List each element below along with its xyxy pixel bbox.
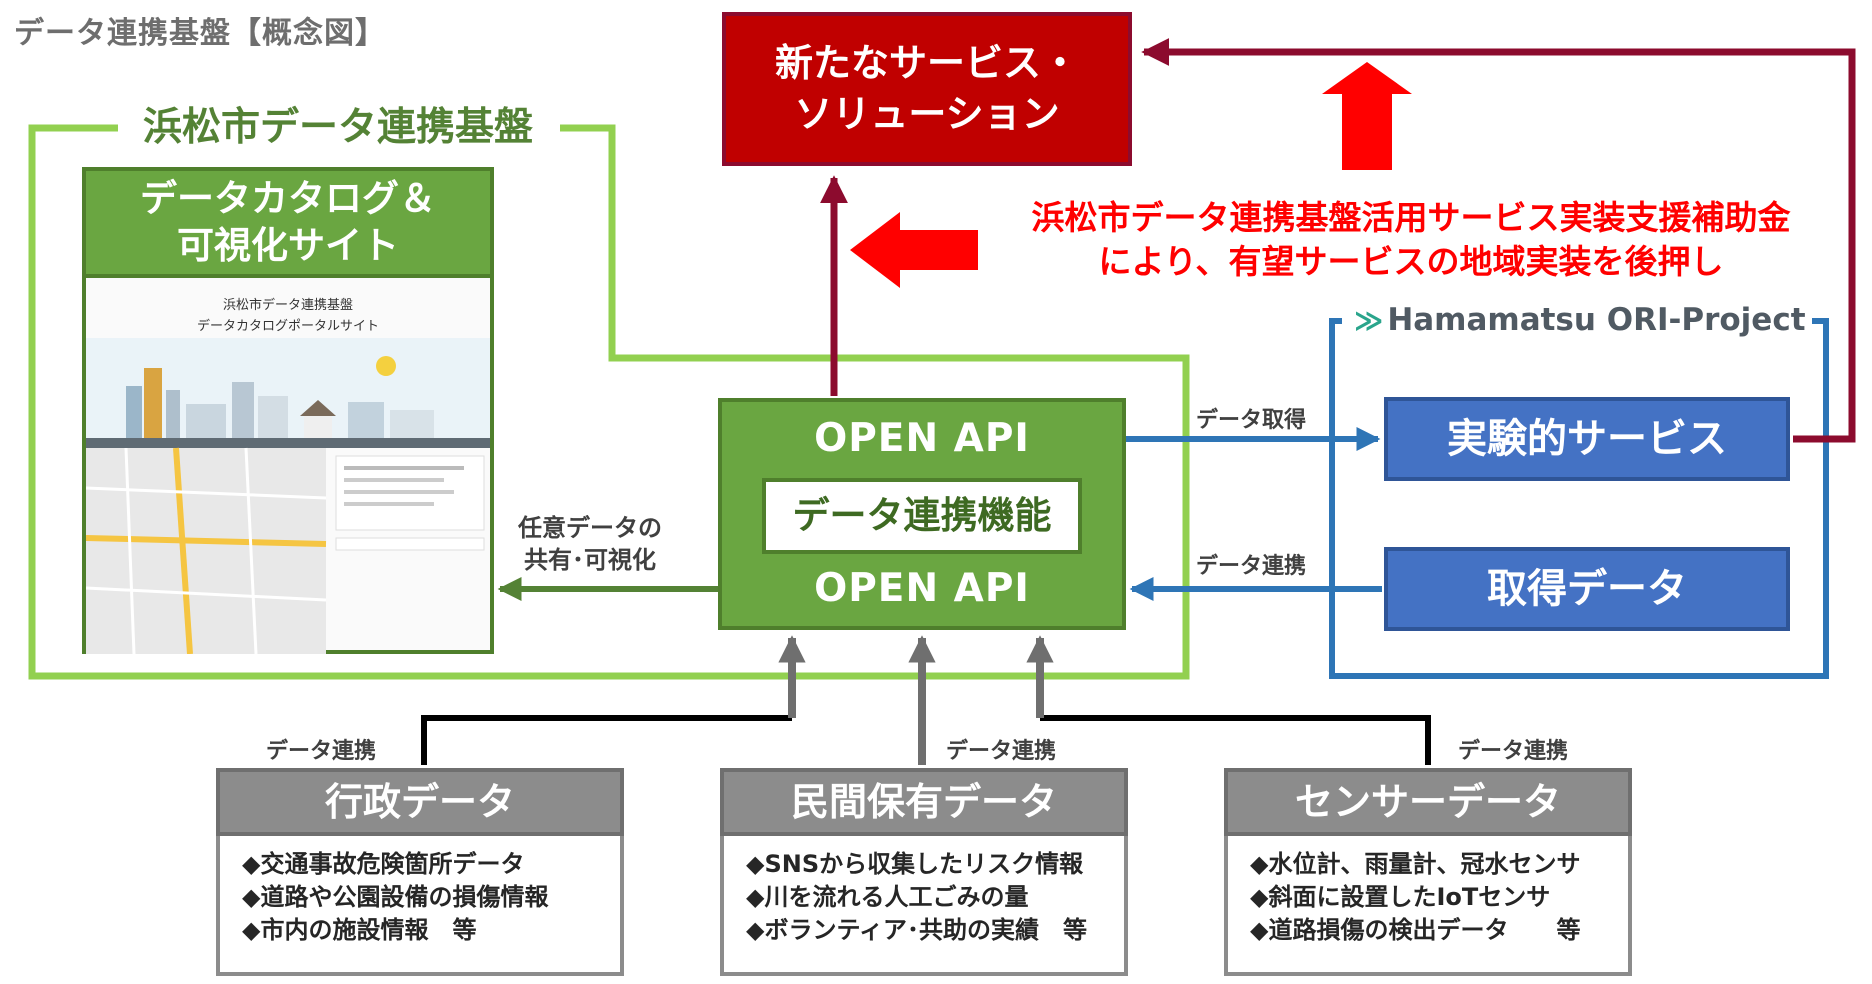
sensor-link-label: データ連携 <box>1458 739 1569 764</box>
new-service-line1: 新たなサービス・ <box>774 40 1079 85</box>
sensor-link-line <box>1040 715 1431 765</box>
ori-project-logo: ≫Hamamatsu ORI-Project <box>1348 302 1812 338</box>
catalog-site-title-line1: データカタログ＆ <box>140 177 436 221</box>
sensor-data-list: ◆水位計、雨量計、冠水センサ ◆斜面に設置したIoTセンサ ◆道路損傷の検出デー… <box>1224 836 1632 976</box>
list-item: ◆SNSから収集したリスク情報 <box>746 850 1084 878</box>
acquire-label: データ取得 <box>1196 408 1307 433</box>
sensor-data-header: センサーデータ <box>1224 768 1632 836</box>
acquired-data-box: 取得データ <box>1384 547 1790 631</box>
open-api-top: OPEN API <box>814 416 1030 461</box>
admin-data-list: ◆交通事故危険箇所データ ◆道路や公園設備の損傷情報 ◆市内の施設情報 等 <box>216 836 624 976</box>
catalog-site-title-line2: 可視化サイト <box>177 223 399 267</box>
subsidy-line1: 浜松市データ連携基盤活用サービス実装支援補助金 <box>1031 198 1791 237</box>
subsidy-up-arrow <box>1322 62 1412 170</box>
screenshot-title-line1: 浜松市データ連携基盤 <box>222 298 353 313</box>
data-linkage-function: データ連携機能 <box>762 478 1082 554</box>
platform-title: 浜松市データ連携基盤 <box>118 100 558 156</box>
list-item: ◆川を流れる人工ごみの量 <box>746 883 1029 911</box>
ori-chevron-icon: ≫ <box>1354 304 1384 337</box>
list-item: ◆市内の施設情報 等 <box>242 916 477 944</box>
new-service-box: 新たなサービス・ ソリューション <box>722 12 1132 166</box>
experimental-service-box: 実験的サービス <box>1384 397 1790 481</box>
catalog-site-header: データカタログ＆ 可視化サイト <box>82 167 494 278</box>
page-title: データ連携基盤【概念図】 <box>14 16 386 51</box>
list-item: ◆道路損傷の検出データ 等 <box>1250 916 1581 944</box>
subsidy-note: 浜松市データ連携基盤活用サービス実装支援補助金 により、有望サービスの地域実装を… <box>986 196 1836 283</box>
private-data-list: ◆SNSから収集したリスク情報 ◆川を流れる人工ごみの量 ◆ボランティア･共助の… <box>720 836 1128 976</box>
list-item: ◆斜面に設置したIoTセンサ <box>1250 883 1551 911</box>
new-service-line2: ソリューション <box>794 92 1060 136</box>
catalog-site-screenshot: 浜松市データ連携基盤 データカタログポータルサイト <box>82 278 494 654</box>
screenshot-title-line2: データカタログポータルサイト <box>196 318 379 334</box>
share-visualize-label: 任意データの 共有･可視化 <box>518 512 662 577</box>
private-link-label: データ連携 <box>946 739 1057 764</box>
link-from-acquired-label: データ連携 <box>1196 554 1307 579</box>
list-item: ◆水位計、雨量計、冠水センサ <box>1250 850 1581 878</box>
experimental-to-new-service-arrow <box>1141 38 1856 443</box>
list-item: ◆道路や公園設備の損傷情報 <box>242 883 549 911</box>
open-api-bottom: OPEN API <box>814 566 1030 611</box>
share-label-line1: 任意データの <box>518 514 662 542</box>
subsidy-left-arrow <box>850 212 978 288</box>
list-item: ◆交通事故危険箇所データ <box>242 850 525 878</box>
admin-link-label: データ連携 <box>266 739 377 764</box>
private-data-header: 民間保有データ <box>720 768 1128 836</box>
share-label-line2: 共有･可視化 <box>524 546 656 575</box>
portal-preview-image <box>86 338 490 654</box>
admin-data-header: 行政データ <box>216 768 624 836</box>
data-linkage-hub: OPEN API データ連携機能 OPEN API <box>718 398 1126 630</box>
list-item: ◆ボランティア･共助の実績 等 <box>746 916 1088 944</box>
platform-frame <box>28 124 1190 680</box>
ori-frame <box>1329 318 1829 679</box>
subsidy-line2: により、有望サービスの地域実装を後押し <box>1098 241 1724 281</box>
ori-logo-text: Hamamatsu ORI-Project <box>1387 302 1806 338</box>
admin-link-line <box>421 715 792 765</box>
screenshot-heading: 浜松市データ連携基盤 データカタログポータルサイト <box>86 296 490 338</box>
